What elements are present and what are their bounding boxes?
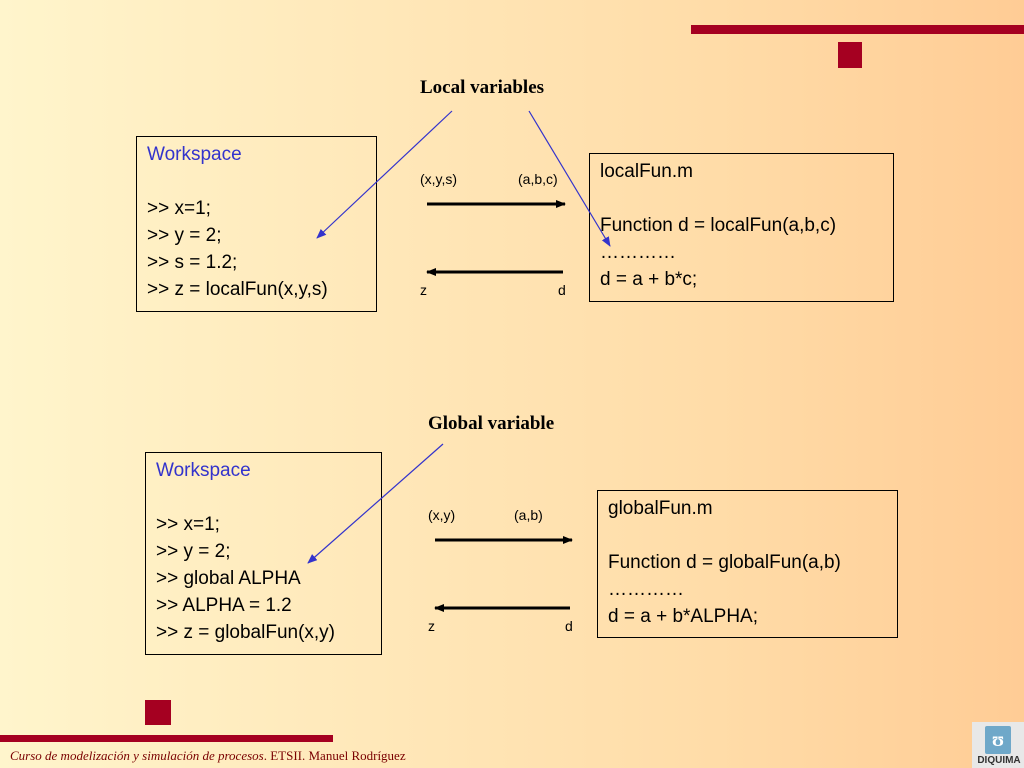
bottom-accent-bar xyxy=(0,735,333,742)
workspace-line: >> s = 1.2; xyxy=(147,252,238,273)
global-workspace-box: Workspace >> x=1; >> y = 2; >> global AL… xyxy=(145,452,382,655)
local-function-box: localFun.m Function d = localFun(a,b,c) … xyxy=(589,153,894,302)
function-line: ………… xyxy=(608,579,684,600)
diquima-logo-text: DIQUIMA xyxy=(977,755,1021,766)
local-params-label: (a,b,c) xyxy=(518,171,558,187)
global-function-title: globalFun.m xyxy=(608,498,713,519)
global-return-z-label: z xyxy=(428,618,435,634)
local-args-label: (x,y,s) xyxy=(420,171,458,187)
workspace-line: >> global ALPHA xyxy=(156,568,301,589)
function-line: d = a + b*c; xyxy=(600,269,698,290)
global-args-label: (x,y) xyxy=(428,507,456,523)
local-function-title: localFun.m xyxy=(600,161,693,182)
function-line: ………… xyxy=(600,242,676,263)
global-return-d-label: d xyxy=(565,618,573,634)
local-workspace-title: Workspace xyxy=(147,144,242,165)
global-annotation-arrow-workspace xyxy=(307,443,444,564)
function-line: Function d = globalFun(a,b) xyxy=(608,552,841,573)
workspace-line: >> y = 2; xyxy=(156,541,231,562)
workspace-line: >> z = localFun(x,y,s) xyxy=(147,279,328,300)
workspace-line: >> z = globalFun(x,y) xyxy=(156,622,336,643)
footer-institution: . ETSII. Manuel Rodríguez xyxy=(263,748,406,763)
top-accent-square xyxy=(838,42,862,68)
global-params-label: (a,b) xyxy=(514,507,543,523)
local-return-z-label: z xyxy=(420,282,427,298)
local-annotation-arrow-function xyxy=(528,110,611,247)
workspace-line: >> y = 2; xyxy=(147,225,222,246)
global-workspace-title: Workspace xyxy=(156,460,251,481)
local-annotation-arrow-workspace xyxy=(316,110,453,239)
diquima-logo-mark-icon xyxy=(985,726,1011,754)
footer-credit: Curso de modelización y simulación de pr… xyxy=(10,748,406,764)
top-accent-bar xyxy=(691,25,1024,34)
footer-course: Curso de modelización y simulación de pr… xyxy=(10,748,264,763)
workspace-line: >> ALPHA = 1.2 xyxy=(156,595,292,616)
workspace-line: >> x=1; xyxy=(156,514,220,535)
global-function-box: globalFun.m Function d = globalFun(a,b) … xyxy=(597,490,898,638)
function-line: Function d = localFun(a,b,c) xyxy=(600,215,837,236)
diquima-logo-glyph-icon: ʊ xyxy=(991,729,1005,751)
local-return-d-label: d xyxy=(558,282,566,298)
local-workspace-box: Workspace >> x=1; >> y = 2; >> s = 1.2; … xyxy=(136,136,377,312)
local-variables-heading: Local variables xyxy=(420,77,545,98)
function-line: d = a + b*ALPHA; xyxy=(608,606,758,627)
workspace-line: >> x=1; xyxy=(147,198,211,219)
bottom-accent-square xyxy=(145,700,171,725)
global-variable-heading: Global variable xyxy=(428,413,555,434)
